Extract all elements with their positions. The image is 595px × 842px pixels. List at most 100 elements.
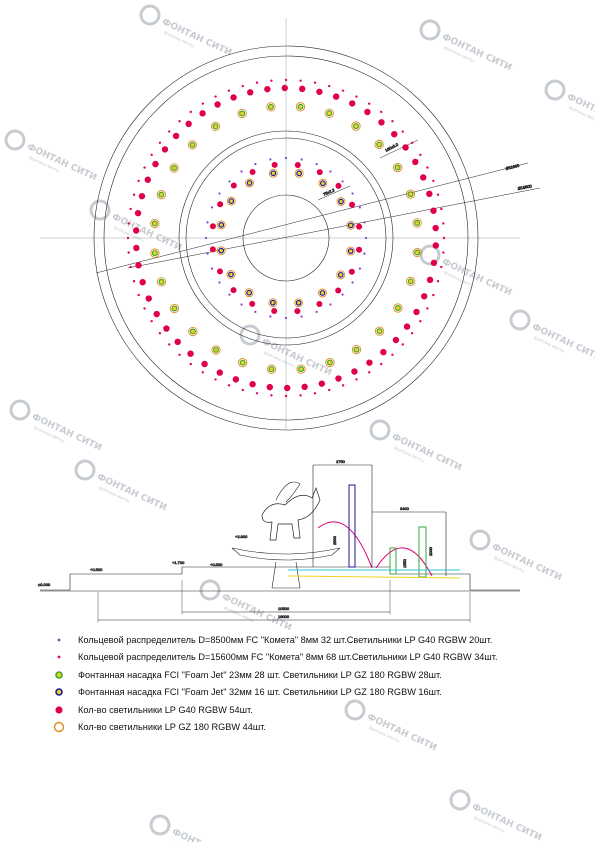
legend-text: Кол-во светильники LP GZ 180 RGBW 44шт. (78, 721, 266, 732)
dim-label-2000: 2000 (428, 546, 433, 556)
legend-text: Кольцевой распределитель D=15600мм FC "К… (78, 652, 498, 663)
light-g40-dot (153, 310, 160, 318)
small-purple-dot-icon (57, 638, 61, 642)
distributor-dot (401, 343, 404, 346)
legend-item-ring-distributor-15600: Кольцевой распределитель D=15600мм FC "К… (52, 650, 592, 664)
foam-jet-23 (171, 165, 178, 172)
distributor-dot (391, 353, 394, 356)
light-gz180-ring (324, 108, 334, 118)
distributor-dot (284, 394, 288, 398)
watermark-icon (149, 814, 171, 836)
light-gz180-ring-inner (318, 288, 327, 298)
sculpture-rider (275, 481, 301, 503)
distributor-dot-inner (364, 236, 368, 240)
distributor-dot (241, 84, 244, 88)
light-g40-dot (187, 350, 194, 357)
light-g40-dot (284, 384, 291, 392)
watermark-brand: ФОНТАН СИТИ (530, 322, 595, 363)
distributor-dot (201, 371, 205, 374)
light-gz180-ring (150, 218, 160, 229)
light-g40-dot-inner (216, 268, 223, 275)
distributor-dot (442, 251, 445, 254)
foam-jet-32 (347, 222, 354, 229)
light-g40-dot-inner (249, 300, 256, 307)
distributor-dot-inner (300, 315, 303, 318)
light-g40-dot (378, 119, 385, 126)
distributor-dot (436, 280, 440, 283)
distributor-dot (299, 79, 302, 82)
light-g40-dot (380, 348, 387, 356)
distributor-dot (401, 130, 404, 133)
light-g40-dot-inner (209, 223, 216, 230)
light-g40-dot (214, 101, 221, 108)
legend-text: Кольцевой распределитель D=8500мм FC "Ко… (78, 635, 493, 645)
light-gz180-ring (156, 277, 167, 287)
foam-jet-23 (353, 346, 360, 353)
foam-jet-23 (267, 103, 274, 110)
distributor-dot (440, 265, 443, 269)
orange-ring-icon (53, 721, 65, 733)
light-g40-dot (402, 144, 409, 151)
watermark-icon (509, 309, 531, 331)
light-g40-dot (145, 295, 152, 302)
foam-jet-23 (407, 191, 414, 198)
light-gz180-ring-inner (346, 246, 356, 256)
light-g40-dot (264, 85, 271, 93)
light-gz180-ring (405, 189, 416, 199)
plan-nozzles (126, 78, 446, 398)
light-g40-dot (332, 93, 340, 100)
light-gz180-ring (325, 357, 335, 368)
light-gz180-ring (211, 345, 221, 355)
watermark-icon (9, 399, 31, 421)
distributor-dot (410, 332, 414, 335)
light-gz180-ring-inner (318, 178, 328, 188)
light-g40-dot-inner (271, 161, 278, 168)
light-g40-dot (432, 242, 440, 249)
distributor-dot (313, 392, 317, 395)
section-view: +0.500 +1.700 +0.500 +2.800 ±0.000 2750 … (38, 459, 520, 622)
distributor-dot-inner (210, 206, 214, 209)
dim-label-18000: 18000 (278, 614, 290, 619)
leader-line-2 (127, 187, 541, 269)
light-g40-dot (144, 176, 151, 183)
foam-jet-23 (151, 220, 158, 227)
light-gz180-ring (156, 190, 166, 200)
light-gz180-ring (210, 121, 221, 132)
foam-jet-32 (295, 299, 302, 306)
foam-jet-32 (218, 247, 225, 254)
legend-item-ring-distributor-8500: Кольцевой распределитель D=8500мм FC "Ко… (52, 633, 592, 647)
distributor-dot (158, 332, 162, 335)
distributor-dot (426, 166, 429, 169)
outer-rim-circle (93, 45, 479, 431)
foam-jet-32 (246, 180, 253, 186)
light-g40-dot (316, 88, 323, 95)
light-g40-dot (163, 325, 170, 332)
distributor-dot (127, 251, 130, 254)
level-label-5: ±0.000 (38, 582, 51, 587)
light-g40-dot (133, 244, 140, 252)
foam-jet-23 (376, 328, 383, 335)
legend-item-light-gz180: Кол-во светильники LP GZ 180 RGBW 44шт. (52, 720, 592, 734)
light-gz180-ring (392, 162, 403, 173)
light-gz180-ring (393, 303, 403, 313)
foam-jet-23 (394, 164, 401, 171)
light-gz180-ring (238, 358, 248, 368)
pipe-label-2: 75x2.2 (322, 187, 336, 197)
distributor-dot (178, 120, 181, 123)
light-g40-dot (420, 174, 427, 181)
distributor-dot (426, 307, 429, 310)
light-g40-dot (161, 146, 169, 153)
light-gz180-ring (374, 139, 384, 150)
light-gz180-ring-inner (226, 270, 236, 279)
foam-jet-32 (296, 170, 303, 177)
light-g40-dot (172, 132, 180, 140)
foam-jet-23 (212, 123, 219, 130)
watermark-icon (89, 199, 111, 221)
foam-jet-23 (352, 123, 359, 130)
pipe-label-1: 160x3.0 (384, 141, 400, 152)
light-g40-dot-inner (294, 161, 301, 168)
